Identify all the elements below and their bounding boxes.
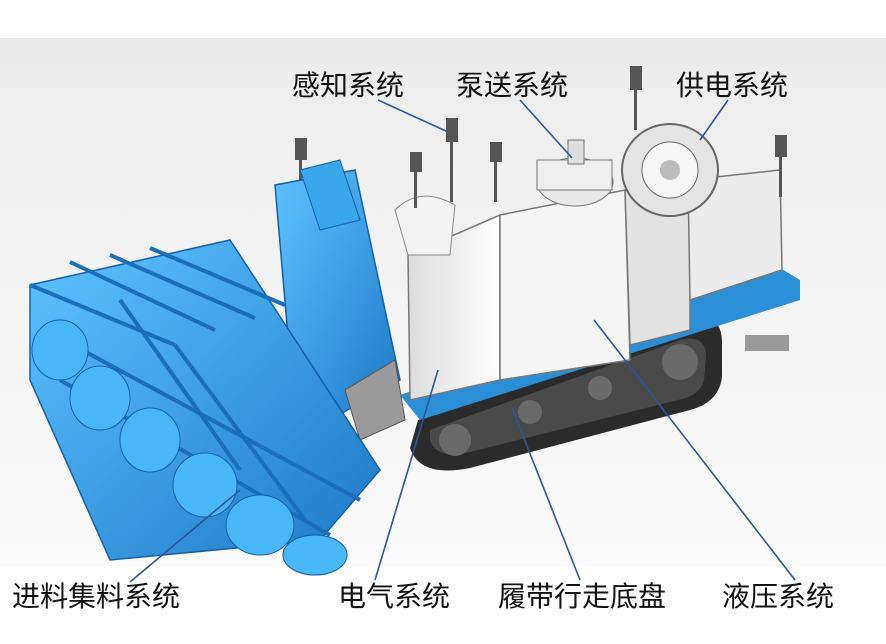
leader-sensing [377, 99, 449, 133]
leader-lines [129, 99, 796, 583]
pump-tank [536, 139, 614, 207]
leader-electrical [374, 369, 439, 581]
feeding-head [29, 239, 381, 576]
label-feeding-collecting-system: 进料集料系统 [12, 580, 181, 613]
label-crawler-chassis: 履带行走底盘 [498, 580, 667, 613]
label-pumping-system: 泵送系统 [456, 69, 569, 102]
label-hydraulic-system: 液压系统 [722, 580, 835, 613]
leader-crawler [511, 407, 581, 581]
machine-body [394, 169, 783, 401]
crawler-track [410, 319, 722, 471]
leader-feeding [129, 489, 241, 583]
label-sensing-system: 感知系统 [292, 69, 405, 102]
sensor-posts [295, 66, 787, 208]
leader-pumping [519, 99, 573, 159]
label-power-supply-system: 供电系统 [676, 69, 789, 102]
side-step [745, 335, 789, 351]
leader-power [699, 99, 729, 141]
cable-reel [621, 123, 719, 217]
label-electrical-system: 电气系统 [338, 580, 451, 613]
leader-hydraulic [593, 319, 796, 581]
